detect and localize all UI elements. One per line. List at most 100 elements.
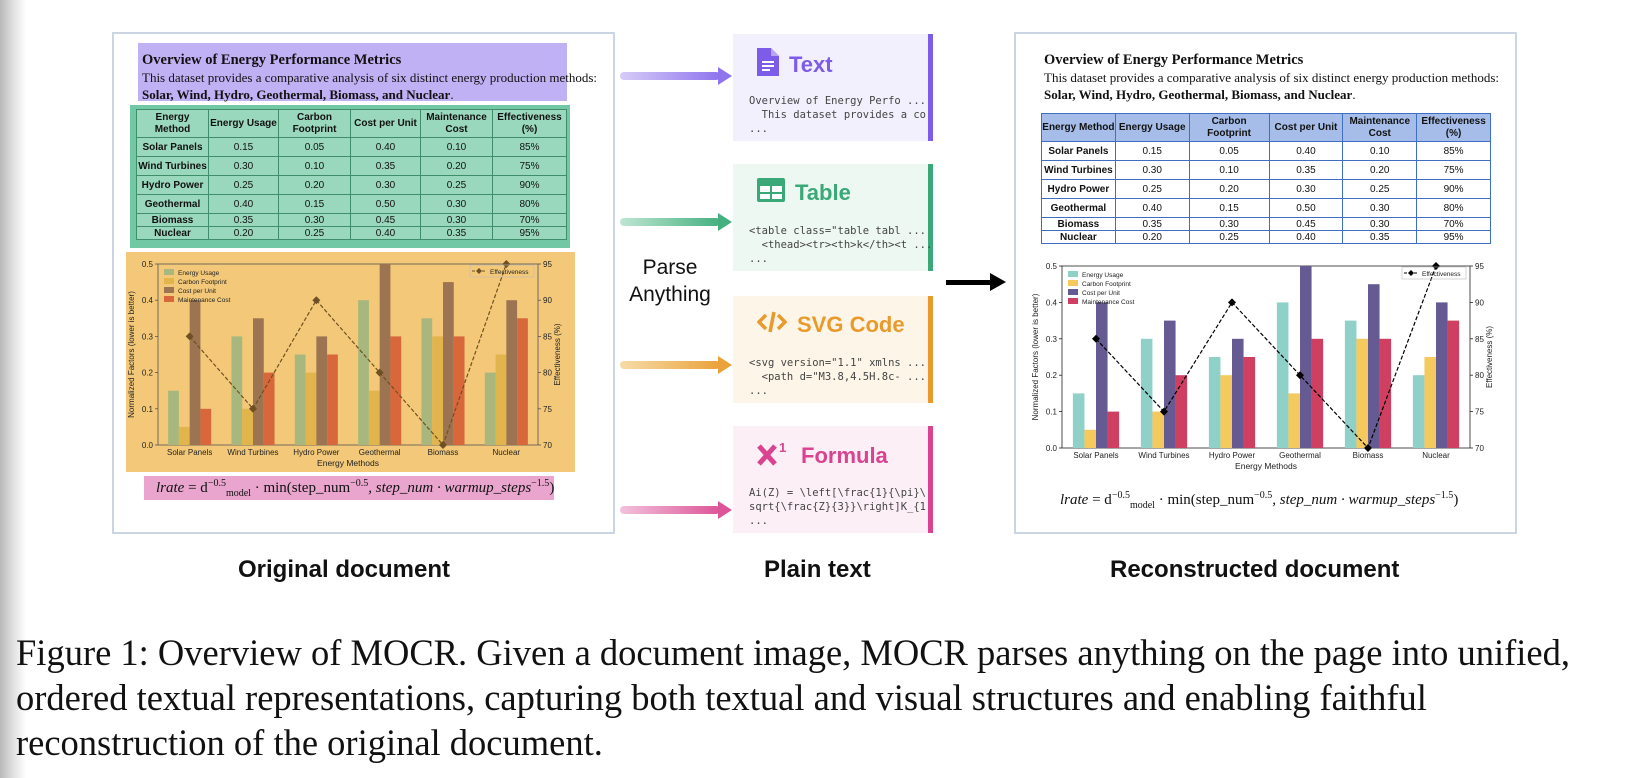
arrow-formula-head <box>718 501 732 519</box>
bar <box>1107 411 1120 448</box>
plot-frame <box>157 263 539 446</box>
y-tick-label: 0.1 <box>1046 408 1058 417</box>
effectiveness-point <box>1364 444 1372 452</box>
bar <box>1208 357 1221 448</box>
table-cell: 0.40 <box>1114 198 1190 218</box>
original-document-panel: Overview of Energy Performance Metrics T… <box>112 32 615 534</box>
bar <box>1232 338 1244 448</box>
y2-axis-label: Effectiveness (%) <box>553 323 562 385</box>
bar <box>484 372 496 445</box>
formula-sup1: −0.5 <box>1111 490 1130 501</box>
formula-mid2: , step_num · warmup_steps <box>368 480 532 496</box>
table-header-cell: Energy Method <box>1041 113 1116 142</box>
card-formula: 1 Formula Ai(Z) = \left[\frac{1}{\pi}\ s… <box>733 426 933 533</box>
x-tick-label: Geothermal <box>1279 451 1321 460</box>
table-cell: 0.35 <box>1342 230 1418 244</box>
arrow-formula <box>620 506 720 514</box>
table-cell: 0.10 <box>1188 160 1270 180</box>
table-row-label: Solar Panels <box>1041 141 1116 161</box>
table-row-label: Biomass <box>1041 217 1116 231</box>
y-tick-label: 0.5 <box>142 260 154 269</box>
table-row-label: Geothermal <box>1041 198 1116 218</box>
table-cell: 0.25 <box>420 175 493 195</box>
doc-title: Overview of Energy Performance Metrics <box>142 52 402 68</box>
doc-title: Overview of Energy Performance Metrics <box>1044 52 1304 68</box>
table-cell: 0.30 <box>1114 160 1190 180</box>
y-axis-label: Normalized Factors (lower is better) <box>127 291 136 418</box>
table-cell: 0.15 <box>208 137 279 157</box>
effectiveness-point <box>1160 407 1168 416</box>
y-tick-label: 0.3 <box>1046 335 1058 344</box>
legend-swatch <box>164 269 174 275</box>
table-row-label: Biomass <box>136 213 209 227</box>
table-cell: 70% <box>492 213 567 227</box>
bar <box>327 354 338 445</box>
y-tick-label: 0.0 <box>142 441 154 450</box>
x-tick-label: Solar Panels <box>167 448 212 457</box>
bar <box>200 408 212 445</box>
table-header-cell: Cost per Unit <box>1268 113 1344 142</box>
y-tick-label: 0.4 <box>142 296 154 305</box>
legend-label: Maintenance Cost <box>178 297 231 304</box>
effectiveness-point <box>1228 298 1236 307</box>
table-cell: 0.40 <box>1268 141 1344 161</box>
table-row-label: Hydro Power <box>1041 179 1116 199</box>
y-tick-label: 0.0 <box>1046 444 1058 453</box>
y-tick-label: 0.2 <box>142 369 154 378</box>
parse-label-line1: Parse <box>642 256 698 279</box>
legend-swatch <box>1068 298 1078 304</box>
table-cell: 0.25 <box>1188 230 1270 244</box>
card-table: Table <table class="table tabl ... <thea… <box>733 164 933 271</box>
effectiveness-point <box>1092 334 1100 343</box>
effectiveness-point <box>375 368 384 377</box>
legend-label: Energy Usage <box>1082 272 1124 279</box>
table-row-label: Hydro Power <box>136 175 209 195</box>
bar <box>1424 357 1436 448</box>
bar <box>294 354 306 445</box>
table-cell: 0.20 <box>420 156 493 176</box>
formula-mid: · min(step_num <box>1154 492 1255 508</box>
bar <box>1311 338 1324 448</box>
bar <box>1152 411 1164 448</box>
table-cell: 80% <box>492 194 567 214</box>
effectiveness-point <box>1432 262 1440 270</box>
y-tick-label: 0.3 <box>142 332 154 341</box>
card-table-code: <table class="table tabl ... <thead><tr>… <box>749 225 933 265</box>
arrow-text <box>620 72 720 80</box>
arrow-reconstruct <box>946 280 994 285</box>
bar <box>1276 302 1289 448</box>
y-tick-label: 0.5 <box>1046 262 1058 271</box>
arrow-table <box>620 218 720 226</box>
bar <box>506 300 518 445</box>
card-svg-header: SVG Code <box>756 310 905 340</box>
table-icon <box>757 178 785 208</box>
card-formula-accent <box>928 426 933 533</box>
formula-highlight <box>144 476 554 500</box>
document-icon <box>757 48 779 82</box>
table-cell: 70% <box>1416 217 1491 231</box>
card-table-title: Table <box>795 180 851 205</box>
bar <box>242 408 253 445</box>
formula-lhs: lrate <box>1060 492 1089 508</box>
bar <box>1084 429 1096 448</box>
effectiveness-point <box>439 441 447 449</box>
effectiveness-point <box>249 404 257 413</box>
table-cell: 0.50 <box>350 194 421 214</box>
reconstructed-document-panel: Overview of Energy Performance Metrics T… <box>1014 32 1517 534</box>
x-tick-label: Geothermal <box>359 448 401 457</box>
x-axis-label: Energy Methods <box>317 458 379 468</box>
bar <box>368 390 380 445</box>
chart: 0.00.10.20.30.40.5707580859095Normalized… <box>127 260 562 468</box>
table-cell: 0.40 <box>350 137 421 157</box>
table-cell: 0.10 <box>420 137 493 157</box>
table-cell: 0.10 <box>278 156 351 176</box>
table-cell: 0.30 <box>1342 217 1418 231</box>
legend-swatch <box>1068 271 1078 277</box>
bar <box>1356 338 1368 448</box>
legend-swatch <box>164 296 174 302</box>
superscript-icon: 1 <box>757 440 791 472</box>
table-cell: 0.45 <box>350 213 421 227</box>
